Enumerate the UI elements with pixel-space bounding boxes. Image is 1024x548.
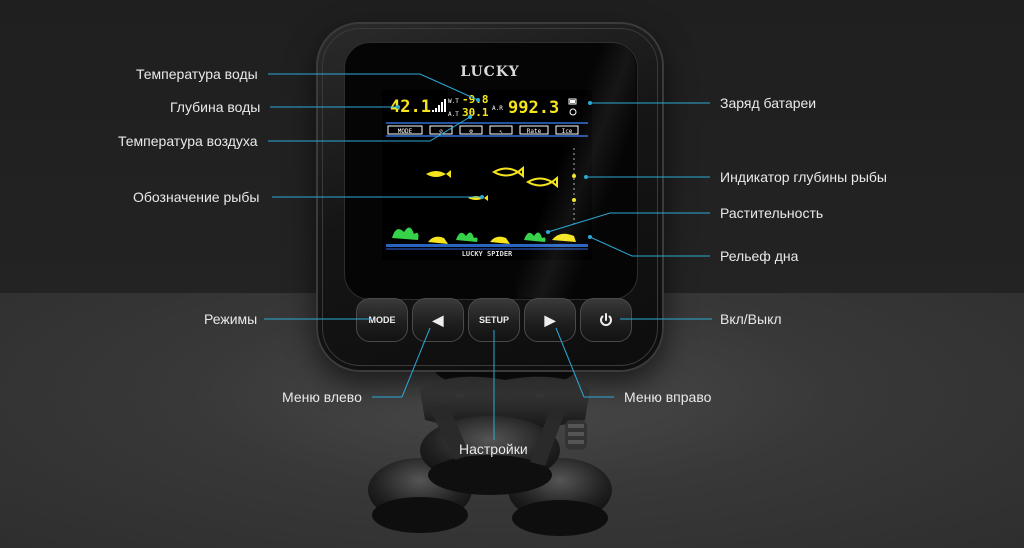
bottom-relief	[386, 244, 588, 250]
depth-readout: 42.1	[390, 97, 431, 117]
mode-tab-box	[489, 125, 513, 135]
seabed-rocks	[428, 233, 576, 244]
mode-tab-label: Ice	[562, 128, 573, 135]
right-arrow-button[interactable]: ▶	[524, 298, 576, 342]
label-fish-depth: Индикатор глубины рыбы	[720, 169, 887, 185]
label-power: Вкл/Выкл	[720, 311, 782, 327]
label-water-temp: Температура воды	[136, 66, 258, 82]
label-settings: Настройки	[459, 441, 528, 457]
main-readout: 992.3	[508, 98, 559, 118]
ar-label: A.R	[492, 105, 503, 112]
brand-logo: LUCKY	[460, 64, 520, 80]
right-arrow-icon: ▶	[544, 311, 556, 328]
mode-tab-label: ⚙	[469, 128, 473, 135]
mode-tabs: MODE ⊘ ⚙ ↖ Rate Ice	[387, 125, 579, 135]
label-bottom: Рельеф дна	[720, 248, 799, 264]
mode-tab-label: ⊘	[439, 128, 443, 135]
label-vegetation: Растительность	[720, 205, 824, 221]
label-menu-right: Меню вправо	[624, 389, 712, 405]
mode-tab-label: Rate	[527, 128, 542, 135]
left-arrow-button[interactable]: ◀	[412, 298, 464, 342]
power-icon	[600, 313, 612, 326]
label-water-depth: Глубина воды	[170, 99, 261, 115]
fish-depth-scale	[572, 148, 576, 224]
vegetation	[392, 227, 546, 242]
mode-tab-label: ↖	[499, 128, 503, 135]
display-screen: 42.1 W.T A.T -9.8 30.1 A.R 992.3	[382, 90, 592, 260]
label-fish-symbol: Обозначение рыбы	[133, 189, 260, 205]
mode-tab-box	[555, 125, 579, 135]
mode-tab-box	[387, 125, 423, 135]
fish-icon	[492, 165, 524, 179]
label-modes: Режимы	[204, 311, 258, 327]
fish-icon	[526, 175, 558, 189]
label-menu-left: Меню влево	[282, 389, 362, 405]
at-label: A.T	[448, 111, 459, 118]
mode-tab-box	[519, 125, 549, 135]
label-air-temp: Температура воздуха	[118, 133, 258, 149]
battery-icon	[568, 98, 577, 105]
wt-label: W.T	[448, 98, 459, 105]
signal-bars-icon	[432, 99, 446, 112]
model-name: LUCKY SPIDER	[462, 250, 513, 258]
mode-button[interactable]: MODE	[356, 298, 408, 342]
mode-tab-box	[459, 125, 483, 135]
left-arrow-icon: ◀	[432, 311, 444, 328]
mode-tab-label: MODE	[398, 128, 413, 135]
mode-button-label: MODE	[368, 315, 396, 325]
power-button[interactable]	[580, 298, 632, 342]
fish-icon	[426, 170, 451, 178]
status-icon	[569, 108, 577, 116]
label-battery: Заряд батареи	[720, 95, 817, 111]
setup-button-label: SETUP	[478, 315, 509, 325]
